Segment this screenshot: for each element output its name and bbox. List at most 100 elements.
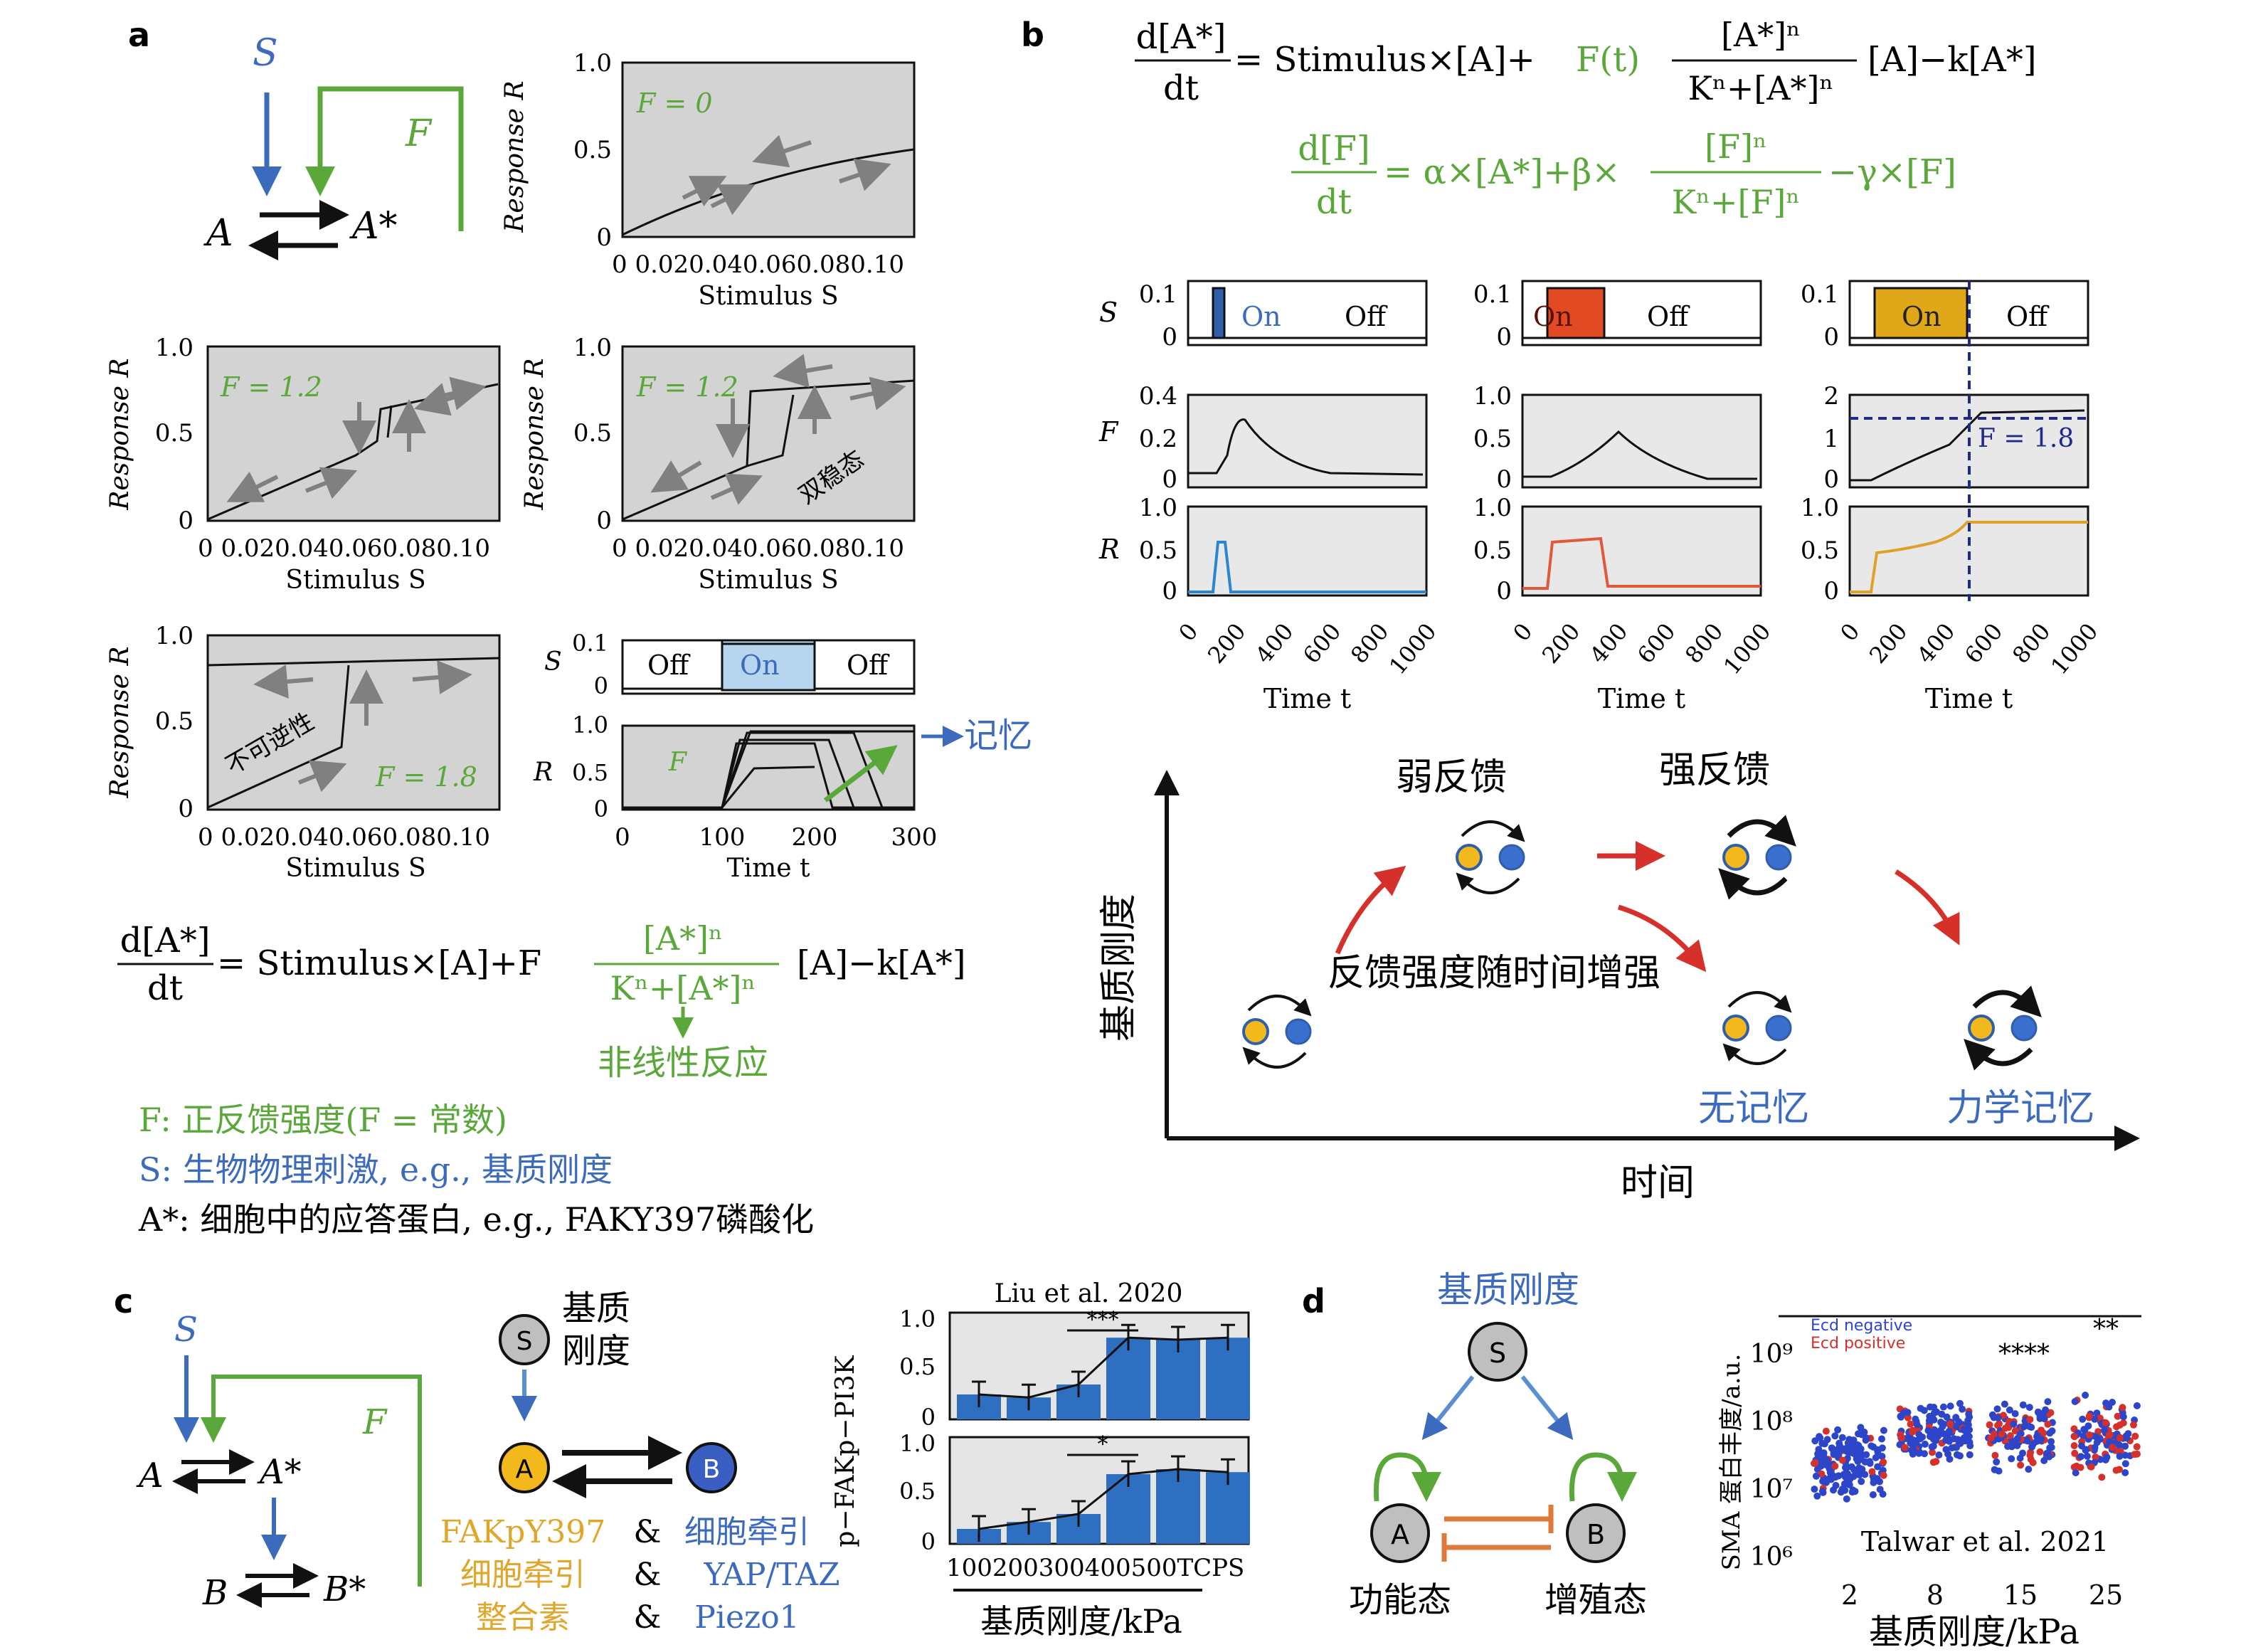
hysteresis-arrow (297, 760, 347, 793)
scatter-point (2098, 1473, 2106, 1481)
progress-arrow (1617, 904, 1707, 973)
f-tick: 1 (1823, 425, 1839, 453)
scatter-point (1818, 1487, 1826, 1495)
y-tick: 10⁸ (1750, 1407, 1793, 1436)
increase-label: 反馈强度随时间增强 (1328, 952, 1660, 995)
stiffness-label: 刚度 (562, 1331, 630, 1371)
x-axis-label: 时间 (1621, 1162, 1695, 1204)
eq1-Ft: F(t) (1576, 40, 1640, 80)
feedback-loop-arrow (201, 1375, 422, 1587)
scatter-point (1907, 1420, 1914, 1428)
scatter-point (2077, 1463, 2084, 1471)
s-tick: 0 (1496, 323, 1512, 351)
x-tick: 300 (891, 823, 938, 852)
eq2-frac-num: [F]ⁿ (1705, 127, 1767, 166)
legend-negative: Ecd negative (1811, 1317, 1912, 1335)
scatter-point (1909, 1436, 1917, 1444)
scatter-point (2071, 1433, 2078, 1441)
s-tick: 0.1 (1139, 280, 1177, 309)
f-tick: 1.0 (1473, 382, 1512, 411)
eq1-rhs: [A]−k[A*] (1868, 40, 2037, 80)
scatter-point (2008, 1455, 2015, 1463)
scatter-point (1926, 1412, 1934, 1420)
plot-time-memory: Off On Off S 0.1 0 F R 1.0 0.5 0 0 100 2… (533, 630, 1032, 883)
scatter-point (2034, 1408, 2042, 1416)
scatter-point (1938, 1410, 1946, 1418)
scatter-point (1932, 1458, 1940, 1466)
legend-S: S: 生物物理刺激, e.g., 基质刚度 (139, 1150, 613, 1189)
scatter-point (2019, 1449, 2026, 1457)
scatter-point (2102, 1419, 2109, 1426)
scatter-point (1898, 1434, 1906, 1442)
feedback-increase-arrow (823, 745, 898, 803)
node-blue (1765, 844, 1792, 871)
y-tick: 0 (921, 1404, 936, 1431)
f-value-label: F = 1.8 (375, 761, 477, 793)
scatter-point (2046, 1429, 2054, 1437)
panel-b-schematic: 基质刚度 时间 弱反馈 强反馈 反馈强度随时间增强 无记忆 力学记忆 (1098, 749, 2140, 1204)
scatter-point (2121, 1442, 2129, 1450)
scatter-point (2103, 1454, 2111, 1461)
node-A-label: A (1391, 1519, 1409, 1550)
scatter-point (1876, 1478, 1883, 1486)
s-tick: 0 (594, 672, 608, 699)
plot-f0: F = 0 Response R 1.0 0.5 0 0 0.020.040.0… (500, 49, 916, 311)
species-B: B (202, 1573, 228, 1613)
loop-arrow (1456, 872, 1520, 894)
scatter-point (1850, 1450, 1858, 1457)
x-ticks: 0 0.020.040.060.080.10 (612, 250, 904, 279)
scatter-point (1966, 1439, 1974, 1446)
y-tick: 1.0 (155, 334, 194, 362)
scatter-point (1942, 1446, 1950, 1454)
feedback-loop-icons (1242, 815, 2042, 1071)
scatter-point (1844, 1470, 1852, 1478)
scatter-point (1831, 1462, 1839, 1470)
scatter-point (1817, 1462, 1825, 1470)
y-tick: 0 (178, 795, 194, 823)
scatter-point (1932, 1431, 1939, 1439)
y-tick: 1.0 (155, 622, 194, 650)
loop-arrow (1461, 820, 1525, 842)
f-tick: 0.4 (1139, 382, 1177, 411)
r-trace (1850, 521, 2088, 593)
x-ticks: 0 0.020.040.060.080.10 (198, 534, 490, 563)
scatter-point (1921, 1440, 1929, 1448)
r-trace (1188, 541, 1426, 593)
plot-f12-right: F = 1.2 双稳态 Response R 1.0 0.5 0 0 0.020… (520, 334, 916, 595)
scatter-point (2131, 1451, 2139, 1458)
strong-feedback-label: 强反馈 (1659, 749, 1770, 792)
feedback-F-label: F (362, 1402, 388, 1442)
significance: **** (1998, 1340, 2050, 1369)
scatter-point (2047, 1438, 2055, 1446)
scatter-point (1822, 1427, 1830, 1435)
scatter-point (1946, 1402, 1954, 1410)
y-axis-label: Response R (105, 358, 134, 510)
panel-c-network: S 基质 刚度 A B FAKpY397 细胞牵引 整合素 & & & 细胞牵引… (440, 1288, 840, 1636)
scatter-point (2010, 1420, 2018, 1428)
panel-c-barcharts: Liu et al. 2020 p−FAKp−PI3K 1.00.50***1.… (831, 1279, 1250, 1641)
scatter-point (1986, 1421, 1993, 1429)
legend-A: A*: 细胞中的应答蛋白, e.g., FAKY397磷酸化 (138, 1200, 814, 1239)
scatter-point (1838, 1434, 1846, 1441)
off-label: Off (2006, 301, 2050, 332)
s-tick: 0 (1823, 323, 1839, 351)
scatter-point (1812, 1472, 1820, 1480)
scatter-point (1861, 1471, 1869, 1478)
scatter-point (1855, 1449, 1863, 1456)
scatter-point (1880, 1471, 1887, 1479)
off-label: Off (1647, 301, 1690, 332)
scatter-point (2109, 1444, 2116, 1451)
scatter-point (2116, 1452, 2124, 1460)
scatter-point (2130, 1421, 2137, 1429)
feedback-loop-icon (1456, 820, 1525, 894)
proliferative-state-label: 增殖态 (1545, 1580, 1647, 1620)
s-tick: 0 (1162, 323, 1177, 351)
scatter-point (2124, 1430, 2132, 1438)
stimulus-S-label: S (174, 1310, 198, 1350)
loop-arrow (1727, 991, 1792, 1013)
loop-arrow (1242, 1047, 1307, 1069)
scatter-point (1872, 1454, 1880, 1461)
scatter-point (2038, 1426, 2045, 1434)
hysteresis-arrow (682, 176, 727, 207)
